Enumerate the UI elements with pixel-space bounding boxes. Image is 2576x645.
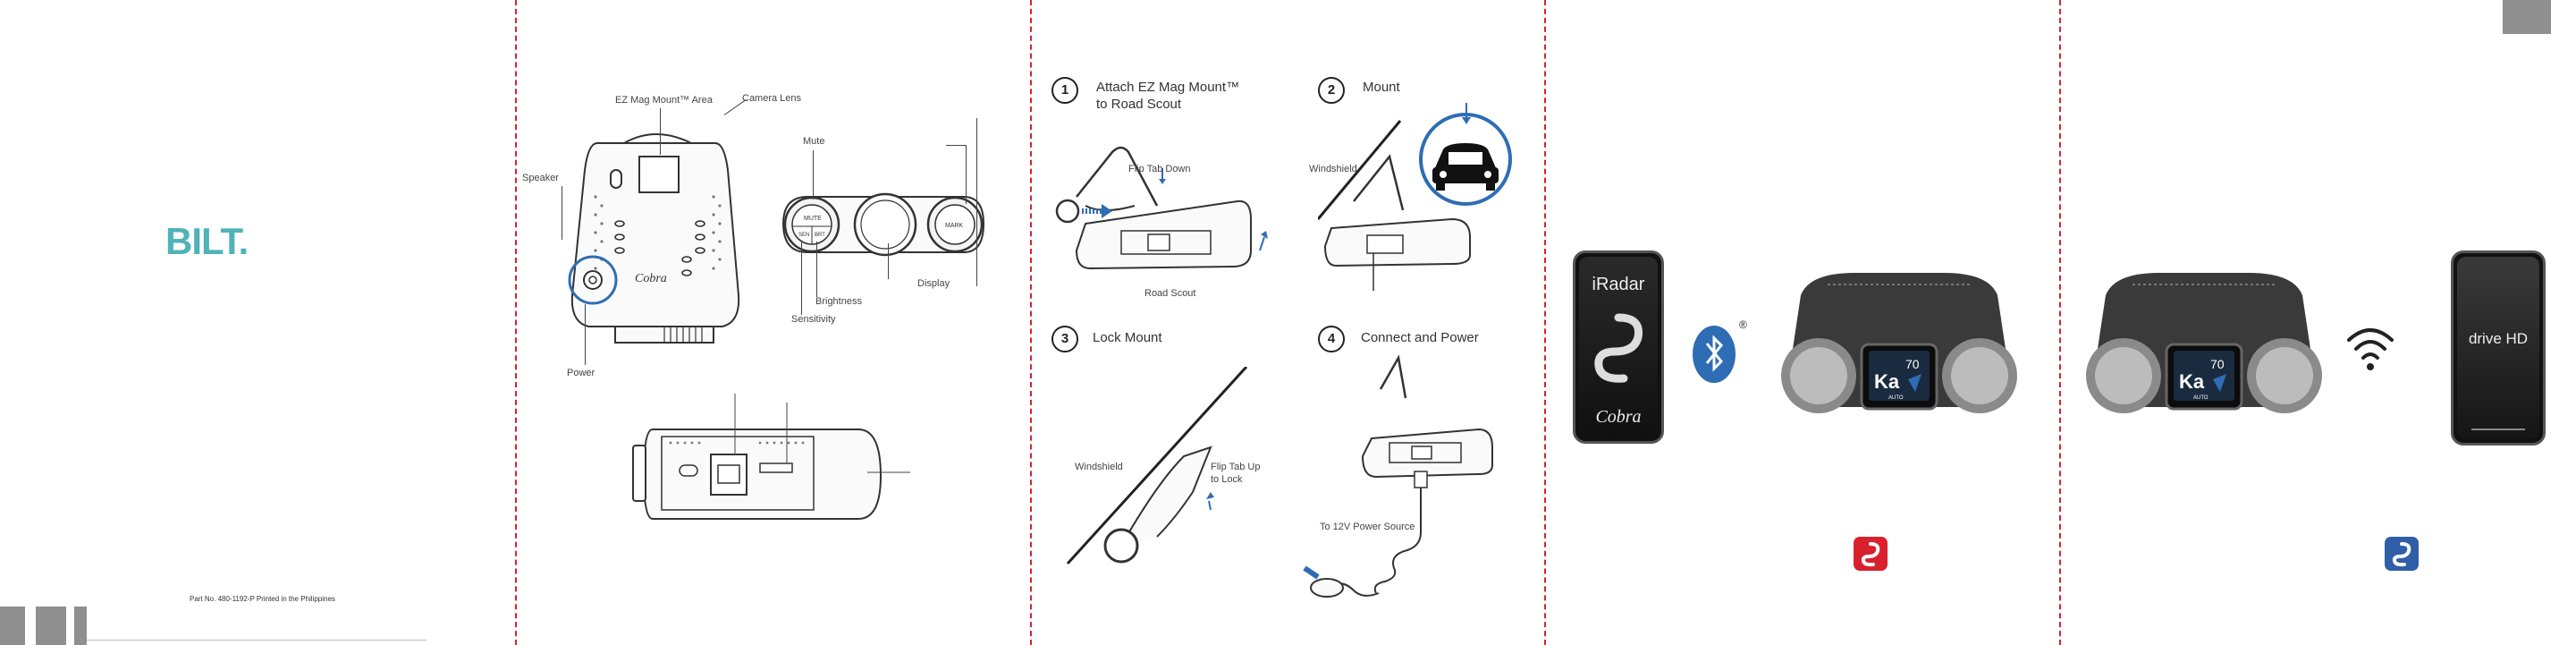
bilt-logo: BILT. bbox=[165, 220, 249, 262]
step-4-title: Connect and Power bbox=[1361, 330, 1479, 345]
leader-display bbox=[888, 243, 889, 279]
phone-drive-hd-screen bbox=[2457, 257, 2539, 439]
device-top-illustration: Cobra bbox=[568, 133, 740, 344]
corner-tile-3 bbox=[74, 607, 87, 645]
phone-iradar: iRadar Cobra bbox=[1573, 250, 1664, 444]
corner-tile-top-right bbox=[2503, 0, 2551, 34]
mute-button-text: MUTE bbox=[804, 216, 822, 222]
mark-button-text: MARK bbox=[945, 223, 964, 229]
phone-iradar-screen bbox=[1579, 257, 1658, 437]
label-windshield-2: Windshield bbox=[1309, 164, 1357, 174]
step-2-number: 2 bbox=[1318, 77, 1345, 104]
step-1-number: 1 bbox=[1052, 77, 1078, 104]
corner-line bbox=[87, 640, 427, 641]
fold-line-4 bbox=[2059, 0, 2061, 645]
leader-mute bbox=[813, 150, 814, 199]
drive-hd-app-icon bbox=[2385, 537, 2419, 571]
detector-band: Ka bbox=[1874, 370, 1900, 393]
device-rear-controls-illustration: MUTE SEN BRT MARK bbox=[781, 192, 985, 257]
bluetooth-icon bbox=[1693, 326, 1736, 383]
fold-line-2 bbox=[1030, 0, 1032, 645]
cobra-snake-icon bbox=[1594, 313, 1643, 383]
step-2-title: Mount bbox=[1363, 80, 1400, 95]
detector-speed: 70 bbox=[1905, 357, 1920, 371]
phone-iradar-brand: Cobra bbox=[1595, 407, 1642, 427]
leader-right-2 bbox=[946, 145, 966, 146]
detector-2-speed: 70 bbox=[2210, 357, 2225, 371]
detector-2-band: Ka bbox=[2179, 370, 2205, 393]
step-3-number: 3 bbox=[1052, 326, 1078, 352]
step-2-illustration bbox=[1318, 103, 1512, 291]
step-4-illustration bbox=[1303, 354, 1493, 598]
fold-line-1 bbox=[515, 0, 517, 645]
leader-sensitivity bbox=[801, 242, 802, 315]
corner-tile-1 bbox=[0, 607, 25, 645]
label-brightness: Brightness bbox=[815, 296, 862, 307]
label-flip-tab-down: Flip Tab Down bbox=[1128, 164, 1191, 174]
label-power-source: To 12V Power Source bbox=[1320, 522, 1415, 532]
label-windshield-3: Windshield bbox=[1075, 462, 1123, 472]
iradar-app-snake-icon bbox=[1861, 542, 1880, 567]
leader-right-1 bbox=[976, 118, 977, 286]
detector-2-mode: AUTO bbox=[2193, 395, 2209, 401]
leader-power bbox=[585, 304, 586, 365]
step-3-illustration bbox=[1066, 367, 1248, 565]
panel-drive-hd: 70 Ka AUTO drive HD bbox=[2061, 0, 2576, 645]
step-1-title-line1: Attach EZ Mag Mount™ bbox=[1096, 80, 1240, 95]
phone-iradar-title: iRadar bbox=[1592, 275, 1645, 294]
sen-button-text: SEN bbox=[798, 233, 809, 238]
leader-brightness bbox=[816, 242, 817, 297]
drive-hd-app-snake-icon bbox=[2392, 542, 2411, 567]
step-1-illustration bbox=[1055, 146, 1268, 270]
phone-drive-hd-title: drive HD bbox=[2468, 330, 2529, 347]
step-3-title: Lock Mount bbox=[1093, 330, 1162, 345]
device-side-illustration bbox=[632, 394, 910, 520]
panel-device-diagram: Cobra EZ Mag Mount™ Area Camera Lens Spe… bbox=[517, 0, 1030, 645]
part-number: Part No. 480-1192-P Printed in the Phili… bbox=[190, 595, 335, 603]
radar-detector-photo: 70 Ka AUTO bbox=[1781, 273, 2017, 413]
label-road-scout: Road Scout bbox=[1144, 288, 1196, 299]
svg-text:Cobra: Cobra bbox=[635, 272, 667, 285]
radar-detector-photo-2: 70 Ka AUTO bbox=[2086, 273, 2322, 413]
iradar-app-icon bbox=[1854, 537, 1888, 571]
label-display: Display bbox=[917, 278, 950, 289]
detector-mode: AUTO bbox=[1888, 395, 1904, 401]
panel-iradar: iRadar Cobra ® 70 Ka AUTO bbox=[1546, 0, 2059, 645]
step-1-title-line2: to Road Scout bbox=[1096, 97, 1182, 112]
leader-ez-mag bbox=[660, 108, 661, 155]
label-camera-lens: Camera Lens bbox=[742, 93, 802, 104]
label-ez-mag-mount-area: EZ Mag Mount™ Area bbox=[615, 95, 713, 106]
leader-camera bbox=[723, 98, 747, 115]
phone-drive-hd: drive HD bbox=[2451, 250, 2546, 446]
label-sensitivity: Sensitivity bbox=[791, 314, 836, 325]
corner-tile-2 bbox=[36, 607, 66, 645]
step-4-number: 4 bbox=[1318, 326, 1345, 352]
label-power: Power bbox=[567, 368, 595, 378]
label-flip-tab-up-2: to Lock bbox=[1211, 474, 1243, 485]
label-mute: Mute bbox=[803, 136, 825, 147]
fold-line-3 bbox=[1544, 0, 1546, 645]
panel-installation: 1 Attach EZ Mag Mount™ to Road Scout 2 M… bbox=[1032, 0, 1544, 645]
wifi-icon bbox=[2347, 328, 2394, 370]
leader-right-3 bbox=[966, 145, 967, 204]
panel-cover: BILT. Part No. 480-1192-P Printed in the… bbox=[0, 0, 514, 645]
phone-drive-hd-bottom-line bbox=[2471, 429, 2525, 430]
label-speaker: Speaker bbox=[522, 173, 559, 183]
label-flip-tab-up-1: Flip Tab Up bbox=[1211, 462, 1261, 472]
brt-button-text: BRT bbox=[815, 233, 825, 238]
registered-mark: ® bbox=[1739, 318, 1747, 331]
